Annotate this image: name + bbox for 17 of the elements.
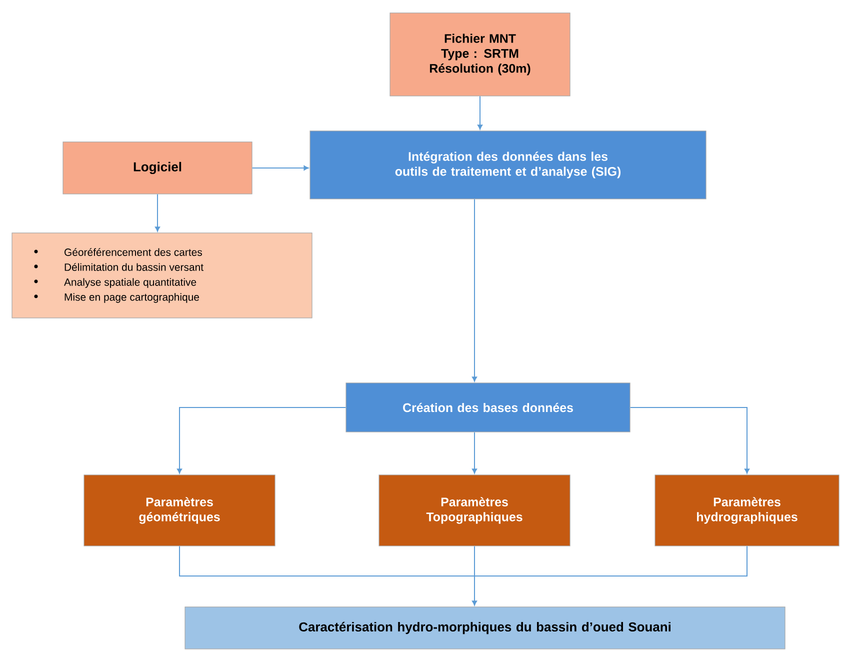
- software-box: Logiciel: [62, 142, 252, 194]
- arrow: [179, 546, 748, 606]
- list-box: Géoréférencement des cartes Délimitation du bassin versant Analyse spatiale quantitative Mise en page cartographique: [12, 232, 312, 318]
- process-box: Intégration des données dans les outils de traitement et d’analyse (SIG): [310, 130, 706, 200]
- parameter-box: Paramètres Topographiques: [378, 474, 570, 546]
- arrow: [478, 96, 482, 130]
- arrow: [177, 406, 346, 474]
- parameter-box: Paramètres hydrographiques: [654, 474, 840, 546]
- data-box: Fichier MNT Type : SRTM Résolution (30m): [390, 12, 570, 96]
- arrow: [472, 198, 477, 382]
- arrow: [630, 406, 750, 474]
- process-box: Création des bases données: [346, 382, 630, 432]
- arrow: [155, 194, 160, 232]
- result-box: Caractérisation hydro-morphiques du bassin d’oued Souani: [184, 606, 786, 650]
- arrow: [252, 166, 309, 170]
- arrow: [472, 432, 477, 474]
- parameter-box: Paramètres géométriques: [84, 474, 276, 546]
